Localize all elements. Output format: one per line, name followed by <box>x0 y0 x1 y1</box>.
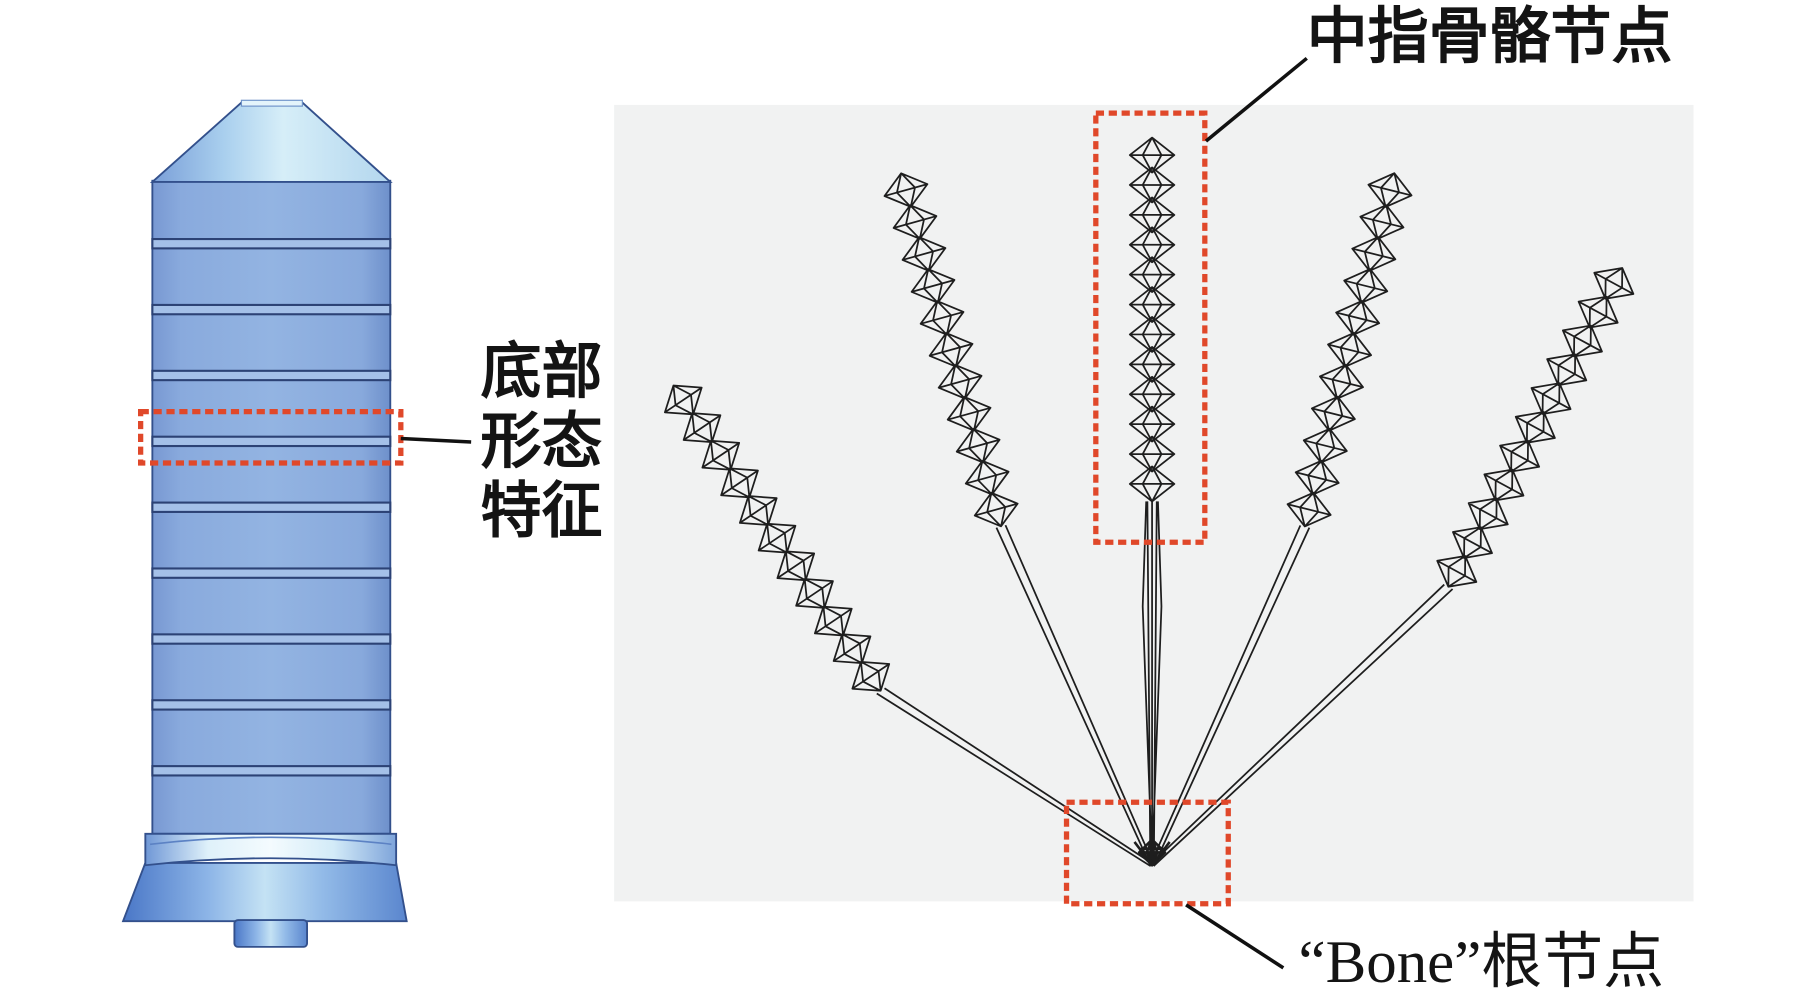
finger-chain-1 <box>663 384 1154 867</box>
bone-node <box>1577 295 1619 329</box>
bone-link-to-root <box>995 524 1155 867</box>
segment-band <box>151 633 392 645</box>
bone-node <box>1467 497 1509 531</box>
segment-band <box>151 501 392 513</box>
bone-node <box>1128 226 1176 264</box>
root-node-highlight-box <box>1063 799 1231 907</box>
bone-node <box>1128 136 1176 174</box>
bottom-feature-label-line-2: 形态 <box>481 407 603 477</box>
middle-finger-leader-line <box>1204 56 1308 143</box>
root-bone-cluster <box>1133 841 1171 867</box>
bone-node <box>1499 439 1541 473</box>
bone-node <box>1128 256 1176 293</box>
middle-finger-highlight-box <box>1093 110 1208 545</box>
bone-node <box>1128 286 1176 323</box>
bottom-feature-highlight-box <box>138 409 404 466</box>
bone-node <box>1514 411 1556 444</box>
bone-link-to-root <box>1149 525 1311 867</box>
bottom-feature-leader-line <box>400 436 472 444</box>
bone-node <box>1128 316 1176 353</box>
bone-node <box>1561 324 1603 358</box>
bone-link-to-root <box>876 687 1154 867</box>
bone-node <box>1286 491 1332 528</box>
finger-chain-4 <box>1149 172 1413 867</box>
segment-band <box>151 303 392 316</box>
segment-band <box>151 238 392 250</box>
root-node-label: “Bone”根节点 <box>1299 929 1665 996</box>
fingertip-cone <box>149 101 393 183</box>
bone-node <box>1128 405 1176 443</box>
bone-node <box>973 491 1019 528</box>
bone-node <box>851 661 891 692</box>
segment-band <box>151 765 392 777</box>
finger-base-ring <box>144 832 398 867</box>
bone-node <box>1593 267 1635 300</box>
root-node-leader-line <box>1185 903 1285 970</box>
bone-link-to-root <box>1149 583 1454 867</box>
bone-node <box>1128 375 1176 413</box>
bone-node <box>1128 465 1176 503</box>
bottom-feature-label-line-3: 特征 <box>481 477 603 547</box>
middle-finger-nodes-label: 中指骨骼节点 <box>1307 2 1673 72</box>
segment-band <box>151 369 392 382</box>
fingertip-top-face <box>240 99 303 107</box>
figure-content: 底部 形态 特征 中指骨骼节点 “Bone”根节点 <box>121 2 1694 996</box>
bone-node <box>1483 468 1525 502</box>
bone-node <box>1128 435 1176 473</box>
bone-node <box>1452 526 1493 559</box>
middle-finger-chain <box>1128 136 1176 867</box>
bone-node <box>1546 353 1588 387</box>
finger-base <box>121 861 408 923</box>
finger-base-ring-groove <box>149 836 392 846</box>
hand-skeleton <box>663 136 1635 867</box>
segment-band <box>151 435 392 448</box>
finger-model <box>121 99 408 948</box>
bone-link-to-root <box>1141 501 1163 867</box>
base-stub <box>233 919 309 948</box>
bottom-feature-label: 底部 形态 特征 <box>481 337 603 547</box>
bone-node <box>1128 166 1176 204</box>
bottom-feature-label-line-1: 底部 <box>481 337 603 407</box>
finger-chain-5 <box>1149 267 1635 867</box>
bone-node <box>1436 555 1478 588</box>
finger-chain-2 <box>883 172 1155 867</box>
segment-band <box>151 699 392 711</box>
bone-node <box>1128 346 1176 383</box>
segment-band <box>151 567 392 579</box>
segment-bands <box>151 238 392 777</box>
bone-node <box>1128 196 1176 234</box>
bone-node <box>1530 382 1572 415</box>
